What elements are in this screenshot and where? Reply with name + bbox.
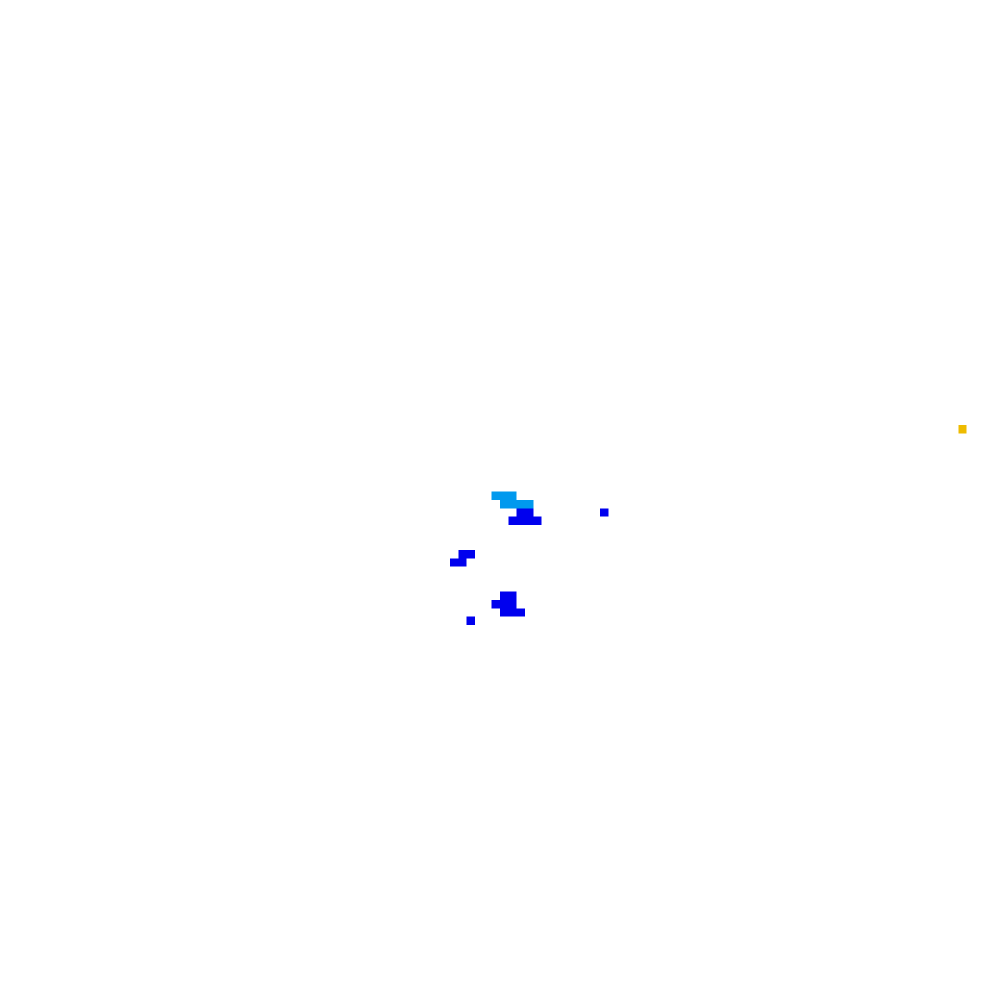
map-cell-dark-blue: [600, 508, 609, 517]
map-cell-dark-blue: [508, 516, 542, 525]
map-cell-dark-blue: [516, 508, 534, 517]
map-cell-dark-blue: [466, 616, 475, 625]
map-cell-dark-blue: [458, 550, 475, 559]
map-cell-light-blue: [500, 500, 534, 509]
map-cell-dark-blue: [500, 591, 517, 600]
map-cell-dark-blue: [491, 600, 517, 609]
map-cells-layer: [450, 425, 967, 625]
map-cell-light-blue: [491, 491, 517, 500]
map-cell-dark-blue: [450, 558, 467, 567]
map-cell-gold: [958, 425, 967, 434]
map-cell-dark-blue: [500, 608, 525, 617]
